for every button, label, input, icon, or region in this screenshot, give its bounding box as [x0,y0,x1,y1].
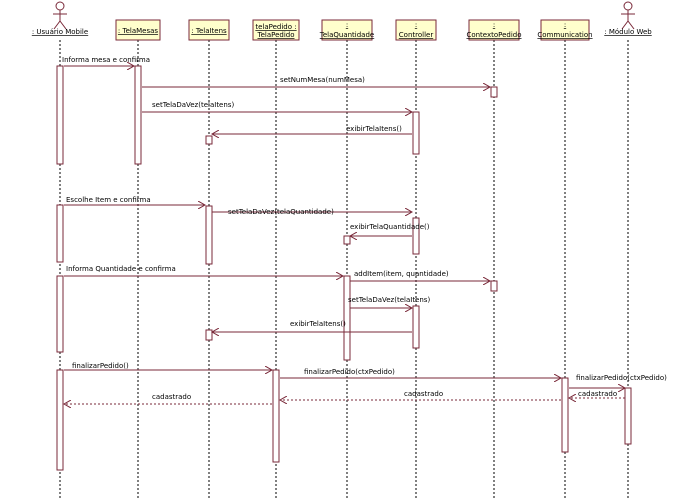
message-3: setTelaDaVez(telaItens) [142,101,412,112]
message-label: finalizarPedido() [72,362,129,370]
actor-leg-left [53,20,61,30]
activation-contexto [490,86,498,98]
object-label-controller-prefix: : [415,21,417,29]
activation-communication [561,377,569,453]
message-label: setTelaDaVez(telaItens) [152,101,234,109]
message-label: Informa mesa e confirma [62,56,150,64]
message-label: addItem(item, quantidade) [354,270,449,278]
message-11: exibirTelaItens() [212,320,412,332]
object-label-controller: Controller [399,31,434,39]
activation-telapedido [272,369,280,463]
message-label: Escolhe Item e confirma [66,196,151,204]
activation-controller [412,305,420,349]
activation-telamesas [134,65,142,165]
actor-leg-right [627,20,635,30]
message-15: cadastrado [569,390,625,398]
message-7: exibirTelaQuantidade() [350,223,430,236]
message-13: finalizarPedido(ctxPedido) [280,368,561,378]
activation-contexto [490,280,498,292]
actor-modulo: : Módulo Web [604,1,652,36]
object-label-contexto: ContextoPedido [466,31,521,39]
object-label-communication: Communication [537,31,592,39]
object-telaquantidade: : TelaQuantidade [319,19,374,41]
object-box [321,19,373,41]
object-label-telapedido-type: TelaPedido [256,31,294,39]
message-8: Informa Quantidade e confirma [64,265,343,276]
actor-label-modulo: : Módulo Web [604,28,652,36]
actor-usuario: : Usuário Mobile [32,1,88,36]
message-12: finalizarPedido() [64,362,272,370]
actor-leg-left [621,20,629,30]
object-box [540,19,590,41]
message-label: setTelaDaVez(telaItens) [348,296,430,304]
object-box [252,19,300,41]
object-label-telamesas: : TelaMesas [118,27,158,35]
object-label-telapedido: telaPedido : [255,23,296,31]
activation-telaitens [205,205,213,265]
message-label: exibirTelaQuantidade() [350,223,430,231]
object-box [188,19,230,41]
object-label-contexto-prefix: : [493,21,495,29]
message-label: setNumMesa(numMesa) [280,76,365,84]
object-contexto: : ContextoPedido [466,19,522,41]
message-label: Informa Quantidade e confirma [66,265,176,273]
message-label: finalizarPedido(ctxPedido) [304,368,395,376]
activation-telaitens [205,135,213,145]
message-9: addItem(item, quantidade) [350,270,490,281]
message-label: exibirTelaItens() [290,320,346,328]
message-14: finalizarPedido(ctxPedido) [569,374,667,388]
object-label-communication-prefix: : [564,21,566,29]
activation-usuario [56,369,64,471]
message-16: cadastrado [280,390,561,400]
message-1: Informa mesa e confirma [62,56,150,66]
activation-modulo [624,387,632,445]
message-6: setTelaDaVez(telaQuantidade) [212,208,412,216]
activation-usuario [56,204,64,263]
object-label-telaquantidade: TelaQuantidade [319,31,374,39]
message-17: cadastrado [64,393,272,404]
object-telamesas: : TelaMesas [115,19,161,41]
object-label-telaitens: : TelaItens [191,27,227,35]
message-10: setTelaDaVez(telaItens) [348,296,430,308]
object-box [395,19,437,41]
message-2: setNumMesa(numMesa) [142,76,490,87]
activation-usuario [56,275,64,353]
message-5: Escolhe Item e confirma [64,196,205,205]
object-controller: : Controller [395,19,437,41]
object-label-telaquantidade-prefix: : [346,21,348,29]
message-label: finalizarPedido(ctxPedido) [576,374,667,382]
activation-controller [412,111,420,155]
activation-usuario [56,65,64,165]
object-communication: : Communication [537,19,593,41]
message-4: exibirTelaItens() [212,125,412,134]
activation-telaquantidade [343,235,351,245]
message-label: cadastrado [404,390,443,398]
object-box [115,19,161,41]
message-label: cadastrado [578,390,617,398]
activation-controller [412,217,420,255]
object-telaitens: : TelaItens [188,19,230,41]
message-label: exibirTelaItens() [346,125,402,133]
actor-label-usuario: : Usuário Mobile [32,28,88,36]
message-label: setTelaDaVez(telaQuantidade) [228,208,334,216]
activation-telaitens [205,329,213,341]
activation-telaquantidade [343,275,351,361]
actor-head [623,1,633,11]
actor-leg-right [59,20,67,30]
object-box [468,19,520,41]
object-telapedido: telaPedido :TelaPedido [252,19,300,41]
message-label: cadastrado [152,393,191,401]
actor-head [55,1,65,11]
